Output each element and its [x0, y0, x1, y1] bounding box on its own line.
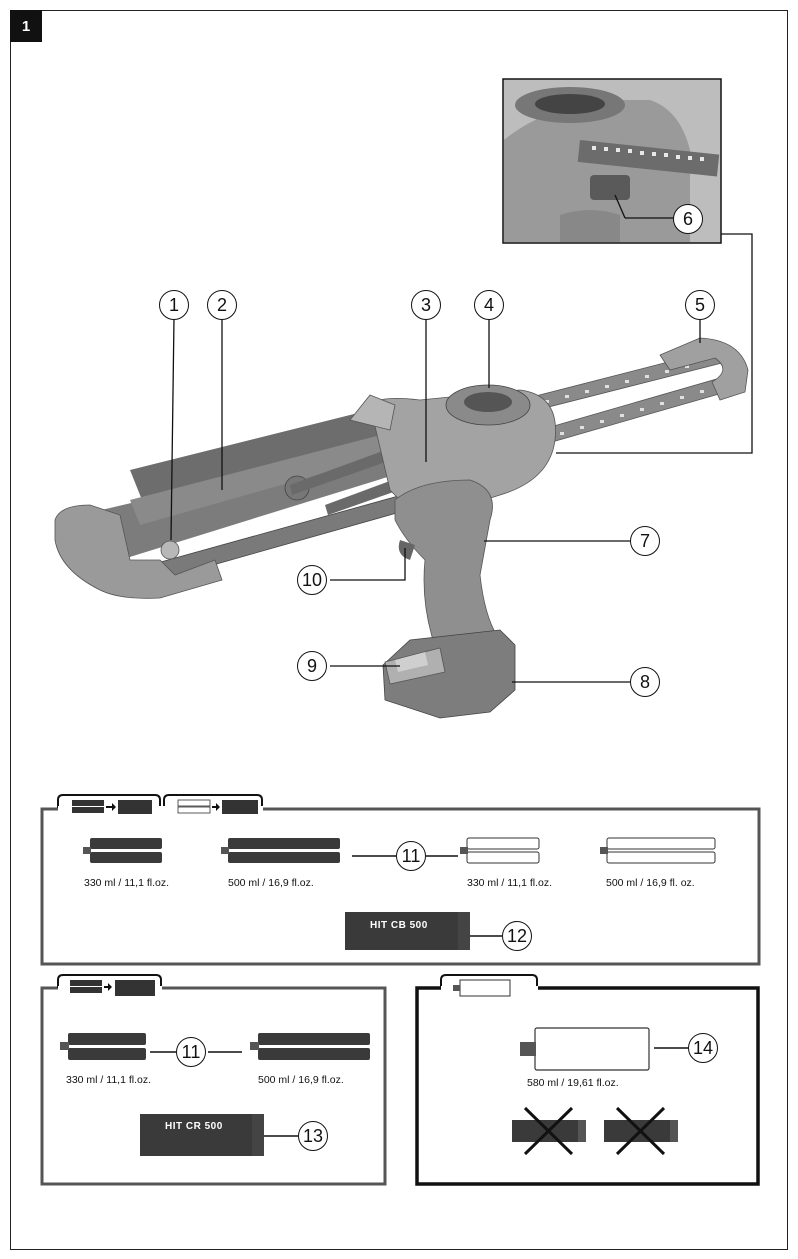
size-caption: 500 ml / 16,9 fl.oz.	[258, 1074, 344, 1086]
callout-13: 13	[298, 1121, 328, 1151]
callout-8: 8	[630, 667, 660, 697]
figure-frame	[10, 10, 788, 1250]
detail-inset	[502, 78, 753, 454]
callout-5: 5	[685, 290, 715, 320]
dispenser-body	[54, 337, 749, 719]
callout-3: 3	[411, 290, 441, 320]
callout-12: 12	[502, 921, 532, 951]
panel-b	[40, 974, 387, 1186]
size-caption: 330 ml / 11,1 fl.oz.	[66, 1074, 152, 1086]
callout-14: 14	[688, 1033, 718, 1063]
callout-2: 2	[207, 290, 237, 320]
size-caption: 500 ml / 16,9 fl.oz.	[228, 877, 314, 889]
size-caption: 580 ml / 19,61 fl.oz.	[527, 1077, 619, 1089]
callout-1: 1	[159, 290, 189, 320]
cartridge-label-cr: HIT CR 500	[165, 1121, 223, 1132]
panel-a	[40, 794, 761, 966]
size-caption: 330 ml / 11,1 fl.oz.	[467, 877, 553, 889]
figure-number: 1	[10, 10, 42, 42]
leader-lines	[170, 317, 701, 683]
callout-11: 11	[176, 1037, 206, 1067]
panel-c	[415, 974, 760, 1186]
callout-11: 11	[396, 841, 426, 871]
cartridge-label-cb: HIT CB 500	[370, 920, 428, 931]
size-caption: 330 ml / 11,1 fl.oz.	[84, 877, 170, 889]
callout-9: 9	[297, 651, 327, 681]
size-caption: 500 ml / 16,9 fl. oz.	[606, 877, 695, 889]
callout-7: 7	[630, 526, 660, 556]
callout-10: 10	[297, 565, 327, 595]
callout-6: 6	[673, 204, 703, 234]
callout-4: 4	[474, 290, 504, 320]
